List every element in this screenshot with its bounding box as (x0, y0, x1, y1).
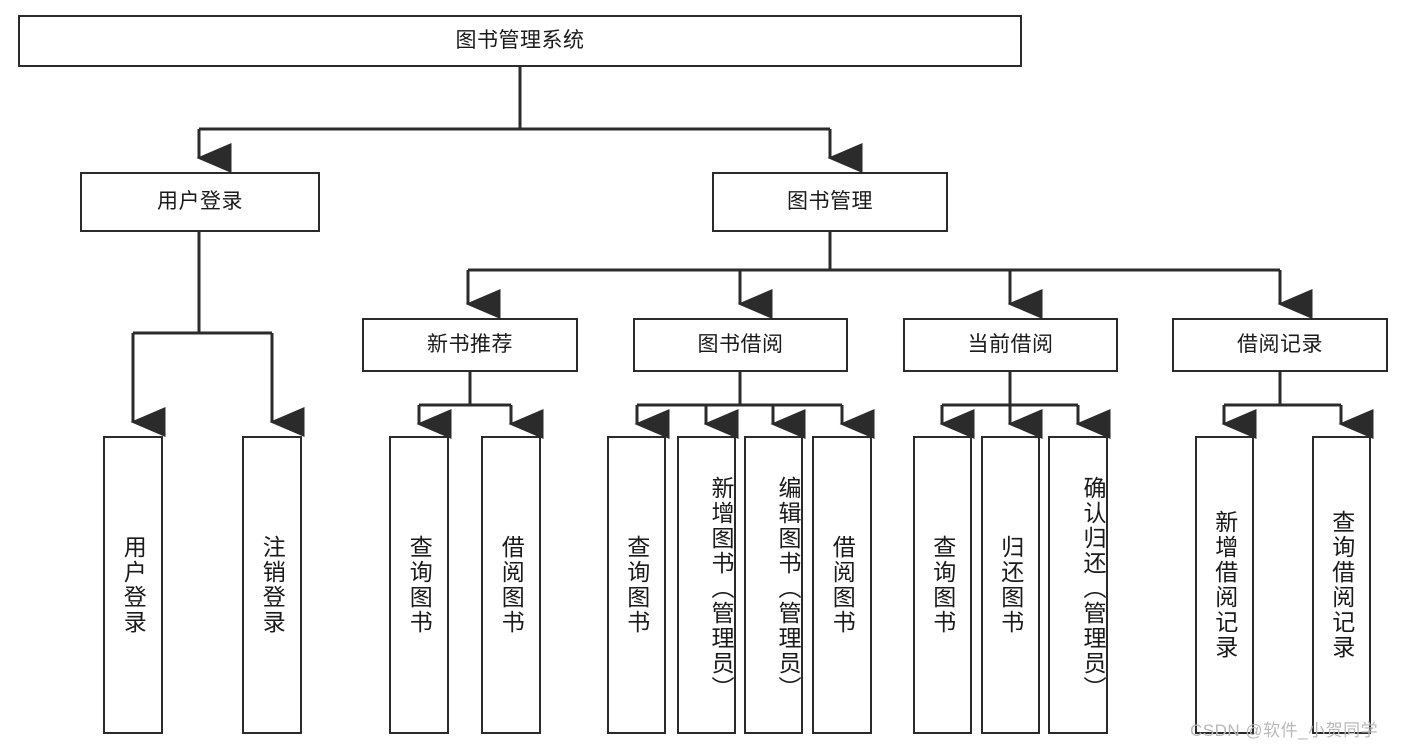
leaf-borrow-book-recommend[interactable]: 借阅图书 (481, 436, 541, 734)
leaf-user-login-label: 用户登录 (120, 535, 147, 635)
csdn-watermark-text: CSDN @软件_小贺同学 (1190, 721, 1379, 740)
node-borrow-record[interactable]: 借阅记录 (1172, 318, 1388, 372)
node-current-borrow-label: 当前借阅 (967, 333, 1054, 357)
node-user-login-label: 用户登录 (157, 190, 243, 214)
leaf-query-borrow-record[interactable]: 查询借阅记录 (1312, 436, 1371, 734)
leaf-query-book-recommend[interactable]: 查询图书 (389, 436, 449, 734)
leaf-return-book[interactable]: 归还图书 (981, 436, 1040, 734)
leaf-query-borrow-record-label: 查询借阅记录 (1328, 510, 1355, 660)
leaf-borrow-book[interactable]: 借阅图书 (812, 436, 872, 734)
node-borrow-record-label: 借阅记录 (1237, 333, 1323, 357)
leaf-return-book-label: 归还图书 (997, 535, 1024, 635)
node-book-management[interactable]: 图书管理 (712, 172, 948, 232)
leaf-logout-label: 注销登录 (259, 535, 286, 635)
leaf-edit-book-admin[interactable]: 编辑图书（管理员） (744, 436, 803, 734)
node-current-borrow[interactable]: 当前借阅 (903, 318, 1118, 372)
node-book-borrow-label: 图书借阅 (697, 333, 784, 357)
node-user-login[interactable]: 用户登录 (80, 172, 320, 232)
leaf-query-book-recommend-label: 查询图书 (406, 535, 433, 635)
leaf-add-book-admin-label: 新增图书（管理员） (708, 475, 734, 701)
leaf-query-book-current[interactable]: 查询图书 (913, 436, 972, 734)
leaf-confirm-return-admin[interactable]: 确认归还（管理员） (1048, 436, 1108, 734)
node-new-book-recommend-label: 新书推荐 (427, 333, 513, 357)
node-new-book-recommend[interactable]: 新书推荐 (362, 318, 578, 372)
leaf-edit-book-admin-label: 编辑图书（管理员） (775, 475, 801, 701)
leaf-confirm-return-admin-label: 确认归还（管理员） (1080, 475, 1106, 701)
leaf-query-book-borrow[interactable]: 查询图书 (607, 436, 666, 734)
node-root[interactable]: 图书管理系统 (18, 15, 1022, 67)
csdn-watermark: CSDN @软件_小贺同学 (1190, 716, 1378, 741)
leaf-add-borrow-record-label: 新增借阅记录 (1211, 510, 1238, 660)
leaf-logout[interactable]: 注销登录 (242, 436, 302, 734)
leaf-borrow-book-label: 借阅图书 (829, 535, 856, 635)
node-root-label: 图书管理系统 (455, 29, 585, 53)
leaf-user-login[interactable]: 用户登录 (103, 436, 163, 734)
leaf-add-borrow-record[interactable]: 新增借阅记录 (1195, 436, 1254, 734)
node-book-borrow[interactable]: 图书借阅 (633, 318, 848, 372)
leaf-query-book-borrow-label: 查询图书 (623, 535, 650, 635)
leaf-borrow-book-recommend-label: 借阅图书 (498, 535, 525, 635)
leaf-add-book-admin[interactable]: 新增图书（管理员） (677, 436, 736, 734)
node-book-management-label: 图书管理 (787, 190, 873, 214)
leaf-query-book-current-label: 查询图书 (929, 535, 956, 635)
